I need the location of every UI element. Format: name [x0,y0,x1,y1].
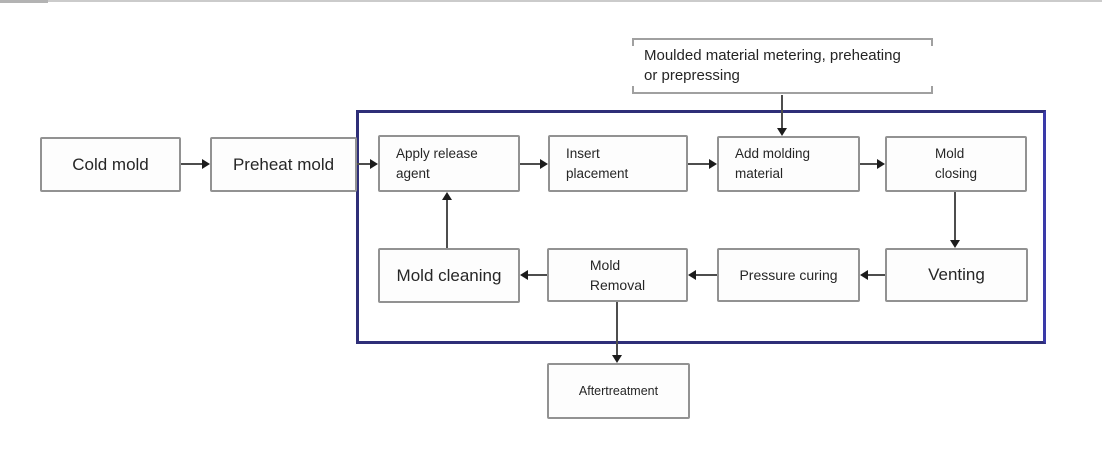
node-label: Mold cleaning [396,265,502,285]
arrowhead-insert-to-addmat [709,159,717,169]
node-label-line-1: Mold [934,146,965,162]
connector-closing-to-venting [954,192,956,240]
connector-cold-to-preheat [181,163,202,165]
connector-note-to-addmat [781,95,783,128]
node-label-line-2: agent [396,165,430,181]
node-label: Pressure curing [739,267,838,283]
arrowhead-removal-to-aftertreatment [612,355,622,363]
arrowhead-addmat-to-closing [877,159,885,169]
connector-venting-to-pressure [868,274,885,276]
node-label-line-2: placement [566,165,629,181]
connector-preheat-to-release [357,163,370,165]
arrowhead-cleaning-to-release [442,192,452,200]
node-mold-cleaning: Mold cleaning [378,248,520,303]
connector-removal-to-aftertreatment [616,302,618,355]
note-line-1: Moulded material metering, preheating [644,47,901,64]
node-mold-removal: Mold Removal [547,248,688,302]
node-label-line-1: Add molding [735,146,811,162]
node-label: Aftertreatment [578,384,659,398]
node-label-line-1: Insert [566,145,600,161]
connector-release-to-insert [520,163,540,165]
node-label: Preheat mold [232,154,335,174]
node-label-line-2: material [735,166,784,181]
connector-addmat-to-closing [860,163,877,165]
top-edge-line [0,0,1102,2]
arrowhead-release-to-insert [540,159,548,169]
top-edge-line-dark [0,0,48,3]
node-mold-closing: Mold closing [885,136,1027,192]
arrowhead-closing-to-venting [950,240,960,248]
connector-removal-to-cleaning [528,274,547,276]
node-venting: Venting [885,248,1028,302]
arrowhead-removal-to-cleaning [520,270,528,280]
arrowhead-venting-to-pressure [860,270,868,280]
node-label-line-2: Removal [589,277,646,293]
node-label-line-2: closing [934,166,978,181]
arrowhead-note-to-addmat [777,128,787,136]
node-apply-release-agent: Apply release agent [378,135,520,192]
note-material-preparation: Moulded material metering, preheating or… [632,38,933,94]
note-line-2: or prepressing [644,67,740,84]
process-group-frame [356,110,1046,344]
node-cold-mold: Cold mold [40,137,181,192]
connector-cleaning-to-release [446,200,448,248]
node-aftertreatment: Aftertreatment [547,363,690,419]
node-pressure-curing: Pressure curing [717,248,860,302]
node-label-line-1: Apply release [396,145,478,161]
node-add-molding-material: Add molding material [717,136,860,192]
arrowhead-pressure-to-removal [688,270,696,280]
node-label: Cold mold [72,154,149,174]
node-label-line-1: Mold [589,256,621,273]
node-preheat-mold: Preheat mold [210,137,357,192]
arrowhead-preheat-to-release [370,159,378,169]
connector-pressure-to-removal [696,274,717,276]
arrowhead-cold-to-preheat [202,159,210,169]
node-insert-placement: Insert placement [548,135,688,192]
connector-insert-to-addmat [688,163,709,165]
node-label: Venting [928,265,985,284]
